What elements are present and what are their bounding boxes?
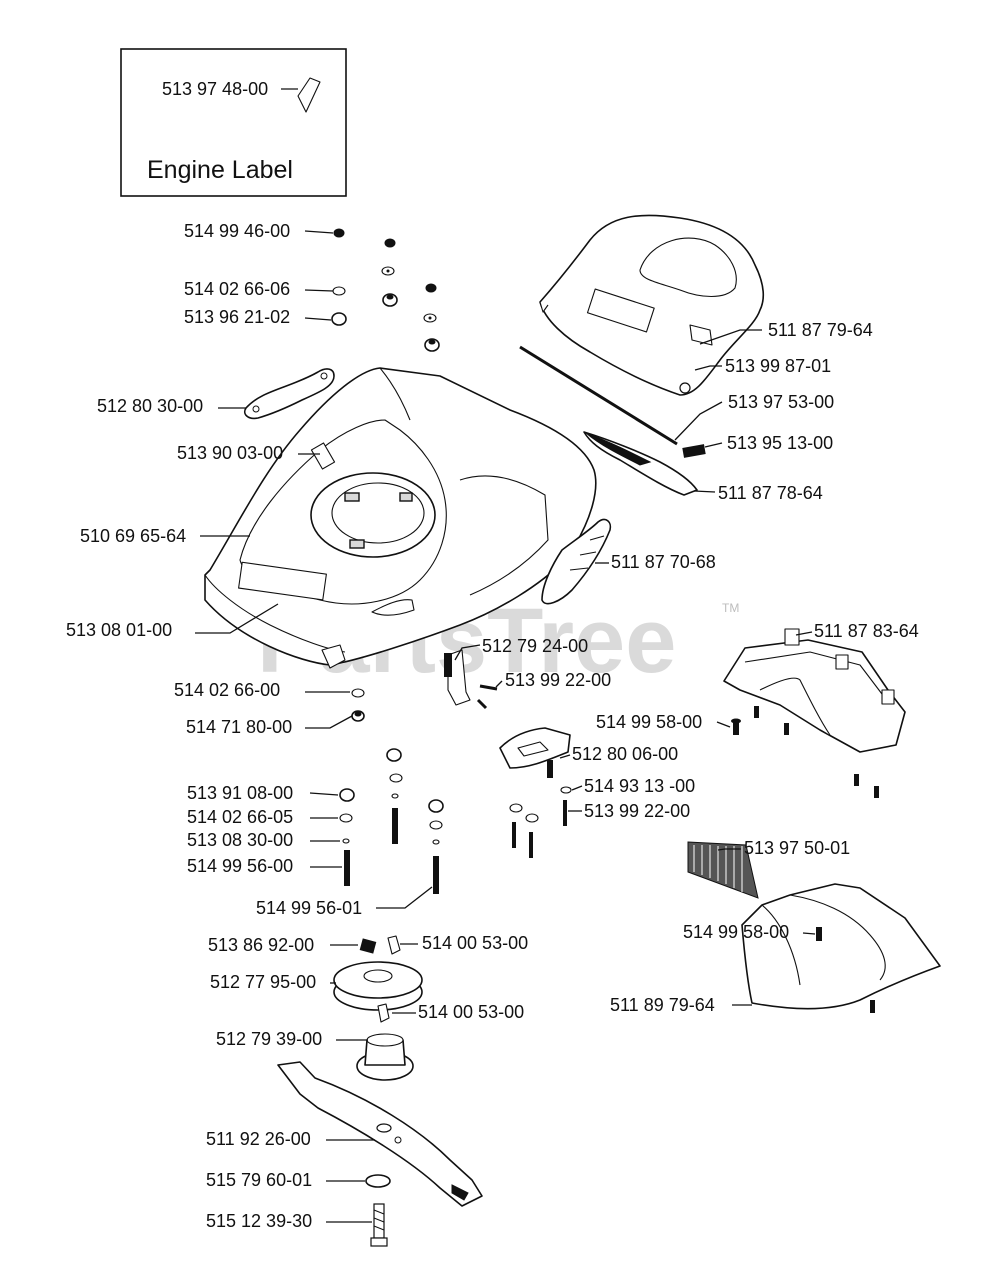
spring-icon [682,444,706,458]
rear-skirt-icon [723,628,906,753]
label-512-80-30-00[interactable]: 512 80 30-00 [97,396,203,416]
engine-label-box: 513 97 48-00 Engine Label [120,48,347,197]
label-514-71-80-00[interactable]: 514 71 80-00 [186,717,292,737]
screw-set-a [731,706,879,798]
part-labels: 514 99 46-00 514 02 66-06 513 96 21-02 5… [66,221,919,1231]
side-bracket-icon [541,518,612,605]
label-512-77-95-00[interactable]: 512 77 95-00 [210,972,316,992]
label-511-92-26-00[interactable]: 511 92 26-00 [206,1129,311,1149]
washer-icon [332,286,346,296]
nut-icon [331,312,347,326]
nut-icon [333,228,345,238]
label-515-12-39-30[interactable]: 515 12 39-30 [206,1211,312,1231]
blade-washer-icon [365,1174,391,1188]
label-514-02-66-06[interactable]: 514 02 66-06 [184,279,290,299]
grass-catcher-cover-icon [539,214,765,396]
label-512-80-06-00[interactable]: 512 80 06-00 [572,744,678,764]
label-514-02-66-00[interactable]: 514 02 66-00 [174,680,280,700]
label-514-00-53-00-a[interactable]: 514 00 53-00 [422,933,528,953]
label-514-02-66-05[interactable]: 514 02 66-05 [187,807,293,827]
label-514-99-58-00-a[interactable]: 514 99 58-00 [596,712,702,732]
hinge-plate-icon [447,649,471,706]
leader-lines [195,230,816,1223]
label-513-86-92-00[interactable]: 513 86 92-00 [208,935,314,955]
blade-icon [277,1061,483,1207]
label-511-87-83-64[interactable]: 511 87 83-64 [814,621,919,641]
watermark-trademark: TM [722,601,739,615]
fastener-set-middle [351,688,572,858]
fastener-stack-top [331,228,440,352]
label-514-99-46-00[interactable]: 514 99 46-00 [184,221,290,241]
label-514-93-13-00[interactable]: 514 93 13 -00 [584,776,695,796]
blade-bolt-icon [370,1203,388,1247]
label-513-97-53-00[interactable]: 513 97 53-00 [728,392,834,412]
label-512-79-39-00[interactable]: 512 79 39-00 [216,1029,322,1049]
label-510-69-65-64[interactable]: 510 69 65-64 [80,526,186,546]
drive-parts-icon [333,935,423,1081]
label-513-95-13-00[interactable]: 513 95 13-00 [727,433,833,453]
label-514-00-53-00-b[interactable]: 514 00 53-00 [418,1002,524,1022]
label-511-89-79-64[interactable]: 511 89 79-64 [610,995,715,1015]
engine-label-sticker [297,77,321,113]
label-513-08-30-00[interactable]: 513 08 30-00 [187,830,293,850]
label-513-96-21-02[interactable]: 513 96 21-02 [184,307,290,327]
label-513-99-22-00-b[interactable]: 513 99 22-00 [584,801,690,821]
wheel-fasteners-icon [339,748,444,894]
label-513-91-08-00[interactable]: 513 91 08-00 [187,783,293,803]
mower-deck-icon [204,367,597,669]
rod-icon [519,345,678,446]
label-513-90-03-00[interactable]: 513 90 03-00 [177,443,283,463]
label-511-87-78-64[interactable]: 511 87 78-64 [718,483,823,503]
label-512-79-24-00[interactable]: 512 79 24-00 [482,636,588,656]
rear-guard-icon [741,883,941,1013]
label-513-99-87-01[interactable]: 513 99 87-01 [725,356,831,376]
label-515-79-60-01[interactable]: 515 79 60-01 [206,1170,312,1190]
label-514-99-56-01[interactable]: 514 99 56-01 [256,898,362,918]
label-513-08-01-00[interactable]: 513 08 01-00 [66,620,172,640]
label-513-97-50-01[interactable]: 513 97 50-01 [744,838,850,858]
grass-grille-icon [687,841,759,899]
label-514-99-58-00-b[interactable]: 514 99 58-00 [683,922,789,942]
engine-label-part-number[interactable]: 513 97 48-00 [162,79,268,99]
label-511-87-70-68[interactable]: 511 87 70-68 [611,552,716,572]
engine-label-title: Engine Label [147,156,293,184]
label-514-99-56-00[interactable]: 514 99 56-00 [187,856,293,876]
bracket-512-80-30-icon [243,368,335,420]
label-513-99-22-00-a[interactable]: 513 99 22-00 [505,670,611,690]
label-511-87-79-64[interactable]: 511 87 79-64 [768,320,873,340]
